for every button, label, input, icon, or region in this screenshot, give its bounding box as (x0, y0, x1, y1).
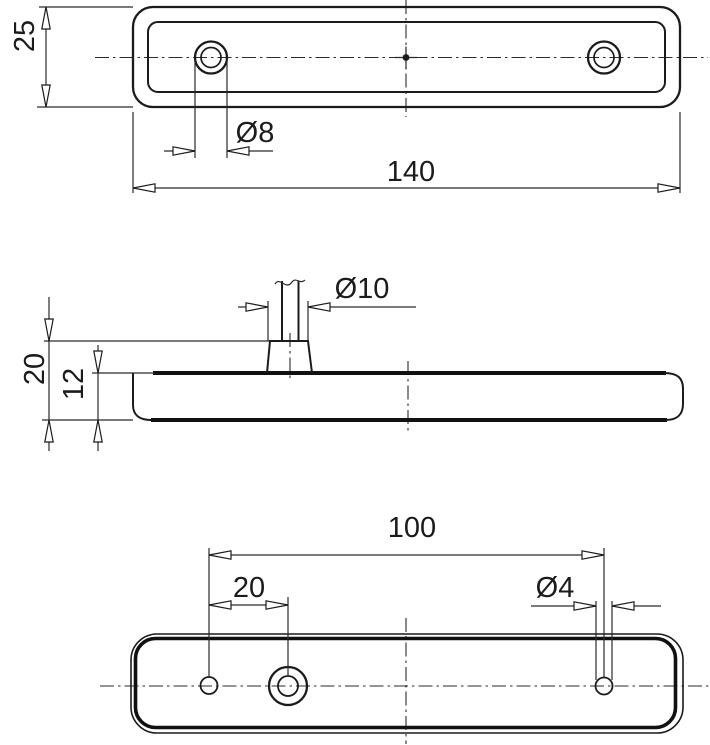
dim-dia10-extension-lines (267, 301, 309, 341)
body-left-edge (132, 373, 152, 421)
dim-100-extension-lines (208, 548, 605, 678)
dim-25-arrow-top (41, 6, 51, 30)
dim-dia10-arrow-right (307, 302, 331, 312)
dim-dia8-arrow-right (226, 146, 250, 156)
dim-dia4-arrow-right (611, 601, 635, 611)
dim-label-dia8: Ø8 (236, 117, 275, 149)
bottom-view: 100 20 Ø4 (100, 512, 710, 744)
dim-dia4-arrow-left (573, 601, 597, 611)
body-right-edge (663, 372, 684, 421)
boss-outline (266, 340, 313, 374)
dim-dia10-arrow-left (245, 302, 269, 312)
dim-label-20-bottom: 20 (233, 572, 265, 604)
stud-outline (281, 281, 300, 341)
bottom-view-inner-wall (133, 636, 678, 730)
dim-dia8-extension-lines (194, 60, 228, 158)
dim-label-dia4: Ø4 (536, 572, 575, 604)
dim-12-arrow-bottom (93, 419, 103, 443)
dim-100-arrow-left (208, 550, 232, 560)
dim-20-arrow-top (44, 318, 54, 342)
dim-20-arrow-bottom (44, 419, 54, 443)
dim-100-arrow-right (581, 550, 605, 560)
dim-140-arrow-left (132, 183, 156, 193)
top-view-inner-lip (147, 21, 666, 93)
dim-140-arrow-right (657, 183, 681, 193)
dim-label-100: 100 (388, 512, 436, 544)
dim-dia4-extension-lines (595, 601, 613, 680)
stud-break-line (274, 279, 306, 286)
top-left-hole-inner (200, 46, 222, 69)
dim-20b-arrow-left (208, 600, 232, 610)
bottom-view-outer-body (130, 633, 684, 734)
top-view: 25 Ø8 140 (9, 0, 708, 193)
front-view: Ø10 20 12 (19, 273, 684, 451)
center-mark-dot (402, 54, 410, 61)
dim-label-140: 140 (387, 156, 435, 188)
top-view-outer-body (131, 5, 682, 109)
dim-dia8-arrow-left (172, 146, 196, 156)
top-right-hole-inner (593, 46, 615, 69)
dim-label-12: 12 (58, 368, 90, 400)
dim-25-extension-lines (37, 6, 133, 108)
dim-label-dia10: Ø10 (335, 273, 390, 305)
dim-12-arrow-top (93, 350, 103, 374)
top-right-hole-outer (586, 40, 622, 75)
dim-label-20-front: 20 (19, 353, 51, 385)
dim-label-25: 25 (9, 20, 41, 52)
top-left-hole-outer (193, 40, 229, 75)
dim-25-arrow-bottom (41, 84, 51, 108)
dim-20-extension-lines (42, 340, 270, 421)
dim-140-extension-lines (132, 112, 681, 193)
dim-20b-arrow-right (265, 600, 289, 610)
